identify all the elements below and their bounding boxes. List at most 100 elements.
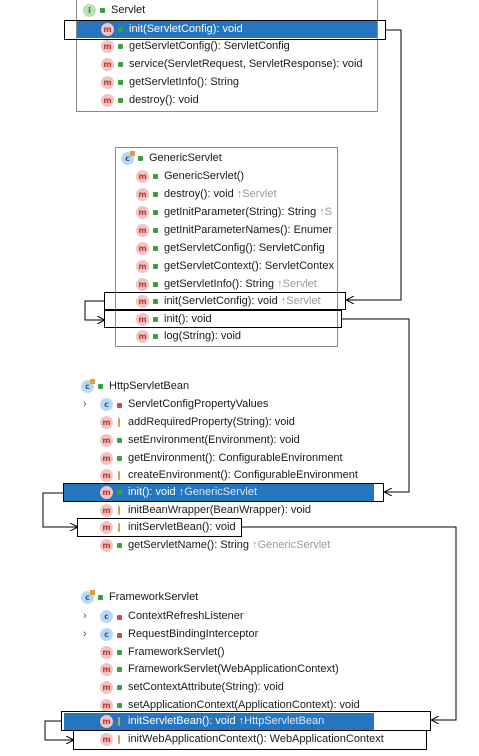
framework-servlet-method-row[interactable]: m setContextAttribute(String): void xyxy=(76,679,376,696)
http-servlet-bean-method-row[interactable]: m getServletName(): String ↑GenericServl… xyxy=(76,537,376,554)
class-icon: c xyxy=(100,610,113,623)
public-icon xyxy=(152,173,159,180)
http-servlet-bean-method-row[interactable]: m addRequiredProperty(String): void xyxy=(76,414,376,431)
method-signature: setContextAttribute(String): void xyxy=(128,681,284,693)
method-signature: destroy(): void xyxy=(129,94,199,106)
connector-framework-loop xyxy=(44,720,73,740)
http-servlet-bean-method-row[interactable]: m getEnvironment(): ConfigurableEnvironm… xyxy=(76,450,376,467)
framework-servlet-method-row[interactable]: m FrameworkServlet() xyxy=(76,644,376,661)
class-icon: c xyxy=(100,398,113,411)
generic-servlet-method-row[interactable]: m getServletInfo(): String ↑Servlet xyxy=(116,276,337,293)
protected-icon xyxy=(116,418,122,427)
public-icon xyxy=(116,702,123,709)
http-servlet-bean-method-row[interactable]: m init(): void ↑GenericServlet xyxy=(64,484,374,501)
public-icon xyxy=(152,316,159,323)
public-icon xyxy=(116,542,123,549)
public-icon xyxy=(152,209,159,216)
method-icon: m xyxy=(100,715,113,728)
method-signature: GenericServlet() xyxy=(164,170,245,182)
generic-servlet-method-row[interactable]: m init(ServletConfig): void ↑Servlet xyxy=(116,293,337,310)
public-icon xyxy=(116,437,123,444)
method-signature: log(String): void xyxy=(164,330,242,342)
abstract-icon xyxy=(130,151,135,156)
method-signature: init(ServletConfig): void xyxy=(129,23,243,35)
method-icon: m xyxy=(100,699,113,712)
http-servlet-bean-method-row[interactable]: m setEnvironment(Environment): void xyxy=(76,432,376,449)
public-icon xyxy=(116,684,123,691)
method-icon: m xyxy=(136,242,149,255)
method-signature: getServletInfo(): String xyxy=(129,76,240,88)
public-icon xyxy=(117,43,124,50)
http-servlet-bean-method-row[interactable]: m initServletBean(): void xyxy=(76,519,376,536)
generic-servlet-header[interactable]: c GenericServlet xyxy=(116,150,337,167)
public-icon xyxy=(152,333,159,340)
method-signature: initServletBean(): void xyxy=(128,521,236,533)
servlet-header[interactable]: i Servlet xyxy=(77,2,377,19)
connector-servlet-to-generic xyxy=(347,29,402,300)
generic-servlet-method-row[interactable]: m init(): void xyxy=(116,311,337,328)
inherited-from-label: ↑Servlet xyxy=(280,295,321,307)
public-icon xyxy=(137,155,144,162)
framework-servlet-method-row[interactable]: m initWebApplicationContext(): WebApplic… xyxy=(76,731,416,748)
framework-servlet-method-row[interactable]: m setApplicationContext(ApplicationConte… xyxy=(76,697,376,714)
connector-http-init-loop xyxy=(42,492,77,527)
servlet-title: Servlet xyxy=(111,4,146,16)
generic-servlet-method-row[interactable]: m getInitParameter(String): String ↑S xyxy=(116,204,337,221)
protected-icon xyxy=(116,506,122,515)
private-icon xyxy=(116,630,123,639)
inner-class-row[interactable]: › c ContextRefreshListener xyxy=(76,608,376,625)
servlet-method-row[interactable]: m getServletConfig(): ServletConfig xyxy=(77,38,377,55)
http-servlet-bean-method-row[interactable]: m initBeanWrapper(BeanWrapper): void xyxy=(76,502,376,519)
http-servlet-bean-title: HttpServletBean xyxy=(109,380,190,392)
framework-servlet-method-row[interactable]: m FrameworkServlet(WebApplicationContext… xyxy=(76,661,376,678)
abstract-icon xyxy=(90,590,95,595)
http-servlet-bean-header[interactable]: c HttpServletBean xyxy=(76,378,376,395)
servlet-method-row[interactable]: m getServletInfo(): String xyxy=(77,74,377,91)
method-icon: m xyxy=(136,260,149,273)
expand-arrow-icon[interactable]: › xyxy=(83,398,87,410)
generic-servlet-method-row[interactable]: m getInitParameterNames(): Enumer xyxy=(116,222,337,239)
public-icon xyxy=(97,383,104,390)
http-servlet-bean-method-row[interactable]: m createEnvironment(): ConfigurableEnvir… xyxy=(76,467,376,484)
generic-servlet-method-row[interactable]: m getServletContext(): ServletContex xyxy=(116,258,337,275)
public-icon xyxy=(117,97,124,104)
generic-servlet-method-row[interactable]: m GenericServlet() xyxy=(116,168,337,185)
method-signature: destroy(): void xyxy=(164,188,234,200)
inherited-from-label: ↑GenericServlet xyxy=(178,486,258,498)
servlet-method-row[interactable]: m destroy(): void xyxy=(77,92,377,109)
method-icon: m xyxy=(100,681,113,694)
public-icon xyxy=(116,489,123,496)
method-icon: m xyxy=(136,206,149,219)
method-signature: init(ServletConfig): void xyxy=(164,295,278,307)
protected-icon xyxy=(116,471,122,480)
method-icon: m xyxy=(101,40,114,53)
inner-class-row[interactable]: › c ServletConfigPropertyValues xyxy=(76,396,376,413)
method-icon: m xyxy=(136,278,149,291)
framework-servlet-method-row[interactable]: m initServletBean(): void ↑HttpServletBe… xyxy=(64,713,374,730)
servlet-method-row[interactable]: m service(ServletRequest, ServletRespons… xyxy=(77,56,377,73)
public-icon xyxy=(152,191,159,198)
inherited-from-label: ↑GenericServlet xyxy=(252,539,331,551)
public-icon xyxy=(116,649,123,656)
generic-servlet-method-row[interactable]: m log(String): void xyxy=(116,328,337,345)
expand-arrow-icon[interactable]: › xyxy=(83,628,87,640)
inner-class-row[interactable]: › c RequestBindingInterceptor xyxy=(76,626,376,643)
public-icon xyxy=(97,594,104,601)
method-signature: FrameworkServlet() xyxy=(128,646,225,658)
servlet-method-row[interactable]: m init(ServletConfig): void xyxy=(77,21,377,38)
public-icon xyxy=(152,298,159,305)
expand-arrow-icon[interactable]: › xyxy=(83,610,87,622)
connector-generic-to-http xyxy=(342,318,410,492)
framework-servlet-header[interactable]: c FrameworkServlet xyxy=(76,589,376,606)
public-icon xyxy=(152,227,159,234)
method-signature: setEnvironment(Environment): void xyxy=(128,434,300,446)
method-icon: m xyxy=(100,521,113,534)
method-icon: m xyxy=(100,434,113,447)
method-icon: m xyxy=(100,504,113,517)
generic-servlet-method-row[interactable]: m getServletConfig(): ServletConfig xyxy=(116,240,337,257)
generic-servlet-method-row[interactable]: m destroy(): void ↑Servlet xyxy=(116,186,337,203)
method-signature: getServletConfig(): ServletConfig xyxy=(164,242,325,254)
inherited-from-label: ↑Servlet xyxy=(277,278,317,290)
method-icon: m xyxy=(100,733,113,746)
generic-servlet-title: GenericServlet xyxy=(149,152,222,164)
